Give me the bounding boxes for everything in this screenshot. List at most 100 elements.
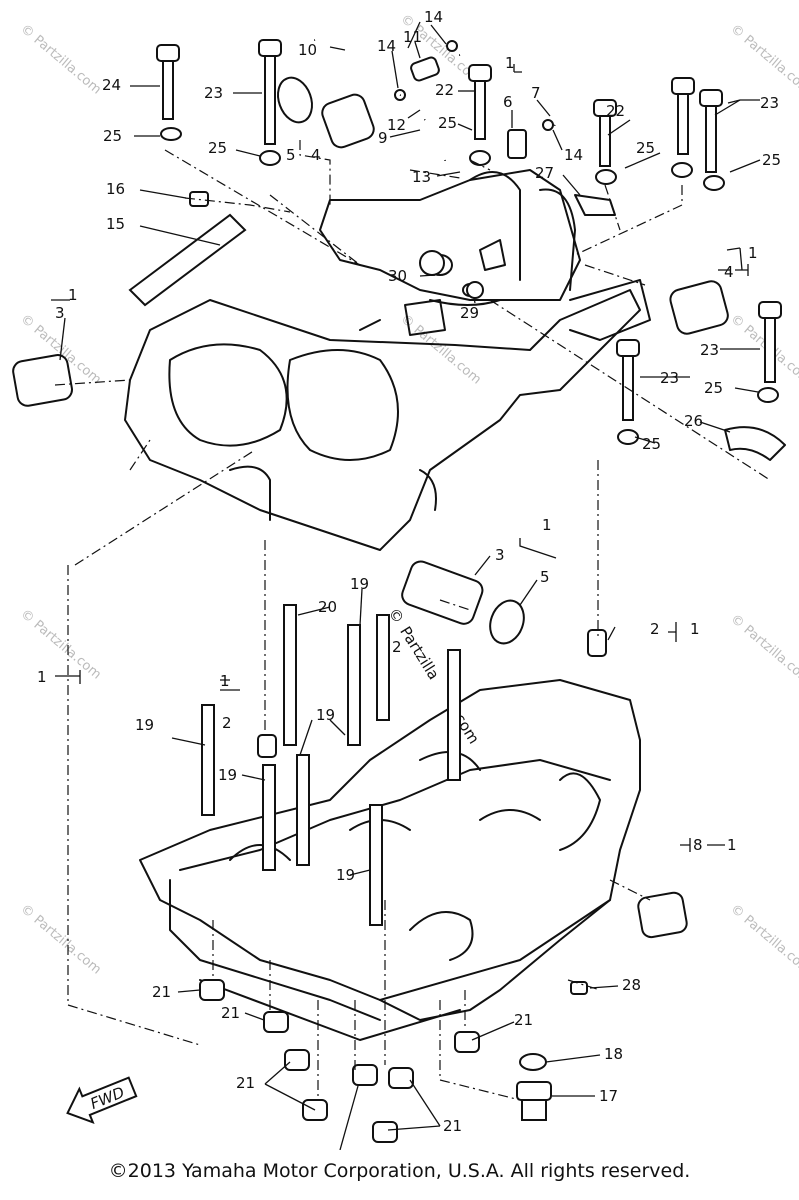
callout-14: 14 xyxy=(424,8,443,26)
callout-9: 9 xyxy=(378,129,388,147)
clip-14 xyxy=(394,40,554,131)
callout-24: 24 xyxy=(102,76,121,94)
callout-28: 28 xyxy=(622,976,641,994)
plug-28 xyxy=(570,981,588,995)
leader-lines xyxy=(51,21,761,1150)
dowel-2 xyxy=(257,629,607,758)
callout-23: 23 xyxy=(660,369,679,387)
callout-16: 16 xyxy=(106,180,125,198)
callout-3: 3 xyxy=(55,304,65,322)
callout-11: 11 xyxy=(403,28,422,46)
nut-21 xyxy=(199,979,480,1143)
bolt-23-c xyxy=(758,301,782,383)
callout-23: 23 xyxy=(700,341,719,359)
callout-27: 27 xyxy=(535,164,554,182)
callout-2: 2 xyxy=(392,638,402,656)
hose-10 xyxy=(314,35,401,98)
bushing-5 xyxy=(277,76,313,124)
exploded-parts-diagram: © Partzilla.com © Partzilla.com © Partzi… xyxy=(12,8,799,1150)
copyright-notice: ©2013 Yamaha Motor Corporation, U.S.A. A… xyxy=(108,1160,691,1182)
callout-4: 4 xyxy=(311,146,321,164)
bearing-4-right xyxy=(669,280,729,335)
callout-25: 25 xyxy=(438,114,457,132)
upper-crankcase xyxy=(124,169,651,551)
callout-1: 1 xyxy=(748,244,758,262)
callout-10: 10 xyxy=(298,41,317,59)
callout-2: 2 xyxy=(650,620,660,638)
callout-5: 5 xyxy=(540,568,550,586)
washer-25 xyxy=(160,127,779,445)
callout-1: 1 xyxy=(220,672,230,690)
callout-23: 23 xyxy=(204,84,223,102)
callout-12: 12 xyxy=(387,116,406,134)
callout-21: 21 xyxy=(443,1117,462,1135)
callout-25: 25 xyxy=(208,139,227,157)
watermark-corner: © Partzilla.com xyxy=(727,612,799,688)
assembly-lines xyxy=(54,140,771,1101)
callout-17: 17 xyxy=(599,1087,618,1105)
callout-25: 25 xyxy=(642,435,661,453)
watermark-corner: © Partzilla.com xyxy=(727,902,799,978)
callout-23: 23 xyxy=(760,94,779,112)
callout-29: 29 xyxy=(460,304,479,322)
callout-14: 14 xyxy=(564,146,583,164)
bearing-3-mid xyxy=(401,560,525,645)
fitting-6 xyxy=(507,129,527,159)
callout-1: 1 xyxy=(505,54,515,72)
bearing-3-left xyxy=(12,354,73,407)
callout-7: 7 xyxy=(531,84,541,102)
callout-22: 22 xyxy=(606,102,625,120)
callout-30: 30 xyxy=(388,267,407,285)
bracket-27 xyxy=(574,194,616,216)
callout-21: 21 xyxy=(152,983,171,1001)
callout-25: 25 xyxy=(704,379,723,397)
callout-21: 21 xyxy=(514,1011,533,1029)
callout-1: 1 xyxy=(727,836,737,854)
callout-13: 13 xyxy=(412,168,431,186)
callout-25: 25 xyxy=(762,151,781,169)
callout-19: 19 xyxy=(336,866,355,884)
bolt-23-b xyxy=(671,77,723,173)
callout-15: 15 xyxy=(106,215,125,233)
callout-20: 20 xyxy=(318,598,337,616)
watermark-corner: © Partzilla.com xyxy=(17,902,103,978)
callout-6: 6 xyxy=(503,93,513,111)
callout-3: 3 xyxy=(495,546,505,564)
hose-7 xyxy=(459,43,582,127)
watermark-corner: © Partzilla.com xyxy=(397,312,483,388)
callout-25: 25 xyxy=(103,127,122,145)
callout-22: 22 xyxy=(435,81,454,99)
seal-15 xyxy=(128,213,247,307)
callout-21: 21 xyxy=(236,1074,255,1092)
callout-19: 19 xyxy=(135,716,154,734)
watermark-corner: © Partzilla.com xyxy=(17,22,103,98)
bolt-22-b xyxy=(593,99,617,167)
callout-8: 8 xyxy=(693,836,703,854)
bolt-24 xyxy=(156,44,180,120)
callout-19: 19 xyxy=(218,766,237,784)
joint-11 xyxy=(410,56,440,82)
watermark-center-brand: Partzilla xyxy=(396,623,443,683)
bolt-22-a xyxy=(468,64,492,140)
callout-14: 14 xyxy=(377,37,396,55)
drain-plug-17 xyxy=(516,1081,552,1121)
callout-5: 5 xyxy=(286,146,296,164)
callout-1: 1 xyxy=(37,668,47,686)
watermark-corner: © Partzilla.com xyxy=(727,22,799,98)
gasket-18 xyxy=(519,1053,547,1071)
callout-18: 18 xyxy=(604,1045,623,1063)
callout-21: 21 xyxy=(221,1004,240,1022)
callout-25: 25 xyxy=(636,139,655,157)
bolt-23-a xyxy=(258,39,282,145)
watermark-layer: © Partzilla.com © Partzilla.com © Partzi… xyxy=(17,12,799,978)
callout-labels: 14 10 14 11 1 24 23 22 6 7 22 23 12 25 2… xyxy=(37,8,781,1135)
callout-26: 26 xyxy=(684,412,703,430)
stud-19-20 xyxy=(201,604,461,926)
bolt-23-d xyxy=(616,339,640,421)
callout-1: 1 xyxy=(542,516,552,534)
callout-19: 19 xyxy=(316,706,335,724)
watermark-corner: © Partzilla.com xyxy=(17,607,103,683)
bearing-8 xyxy=(637,891,688,939)
callout-1: 1 xyxy=(68,286,78,304)
callout-2: 2 xyxy=(222,714,232,732)
